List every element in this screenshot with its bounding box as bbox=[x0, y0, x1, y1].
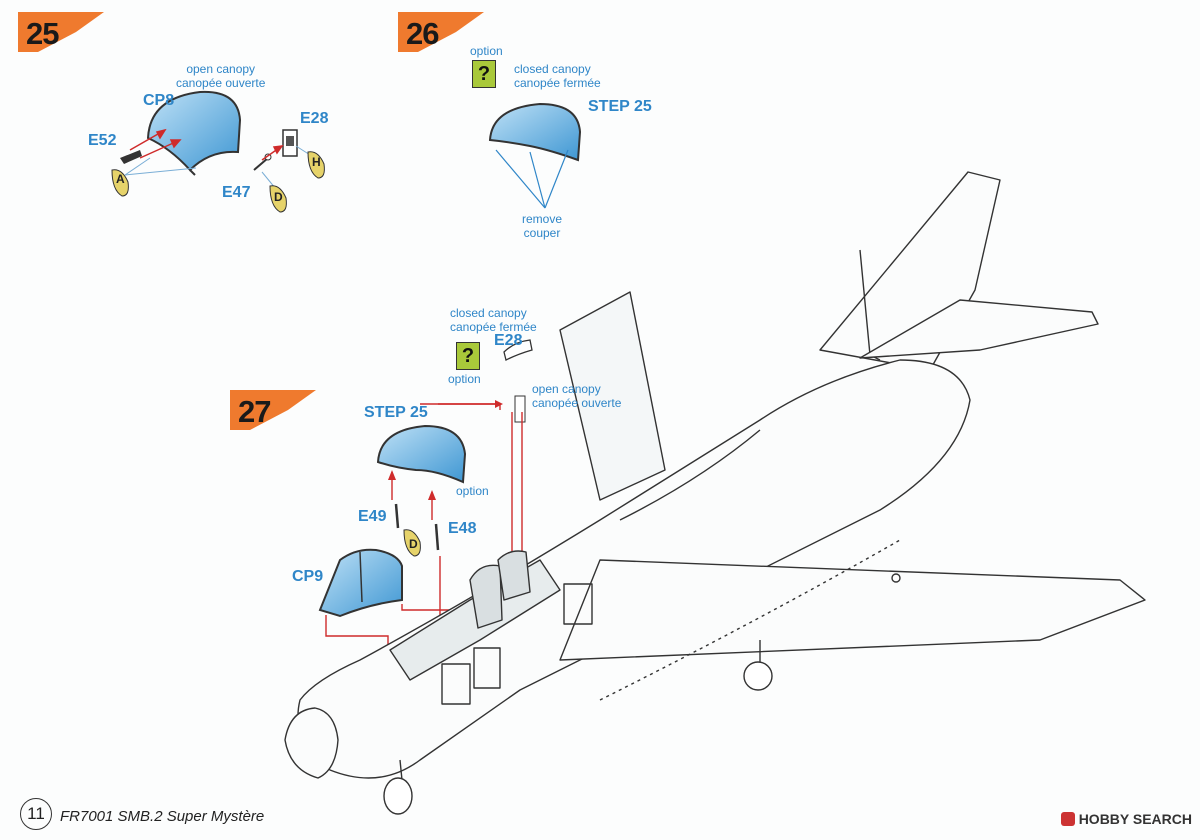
step-flag-25: 25 bbox=[18, 12, 104, 52]
part-e52-icon bbox=[120, 150, 142, 164]
step-number: 25 bbox=[26, 16, 59, 51]
part-e52-label: E52 bbox=[88, 132, 117, 149]
paint-code-d: D bbox=[274, 190, 283, 204]
canopy-step27-icon bbox=[376, 424, 467, 484]
part-cp9-label: CP9 bbox=[292, 568, 324, 585]
paint-drops bbox=[111, 151, 421, 557]
step-25-reference: STEP 25 bbox=[364, 404, 428, 421]
page-number: 11 bbox=[20, 798, 52, 830]
step-25-reference: STEP 25 bbox=[588, 98, 652, 115]
aircraft-airframe bbox=[284, 171, 1146, 815]
part-cp8-label: CP8 bbox=[143, 92, 175, 109]
step-number: 27 bbox=[238, 394, 271, 429]
part-e28-label: E28 bbox=[300, 110, 329, 127]
option-question-icon: ? bbox=[472, 60, 496, 88]
paint-code-h: H bbox=[312, 155, 321, 169]
open-canopy-label: open canopy canopée ouverte bbox=[176, 62, 266, 90]
option-question-icon: ? bbox=[456, 342, 480, 370]
part-e28-small-icon bbox=[503, 339, 533, 423]
canopy-cp9-icon bbox=[318, 548, 403, 618]
part-e48-label: E48 bbox=[448, 520, 477, 537]
step-number: 26 bbox=[406, 16, 439, 51]
part-e49-label: E49 bbox=[358, 508, 387, 525]
step-flag-27: 27 bbox=[230, 390, 316, 430]
struts bbox=[394, 503, 440, 551]
canopy-cp8-icon bbox=[146, 90, 242, 176]
part-e28-label: E28 bbox=[494, 332, 523, 349]
part-e28-icon bbox=[282, 129, 298, 157]
kit-title: FR7001 SMB.2 Super Mystère bbox=[60, 808, 265, 825]
canopy-step26-icon bbox=[488, 102, 582, 162]
hobby-search-logo-icon bbox=[1060, 812, 1075, 826]
part-e47-label: E47 bbox=[222, 184, 251, 201]
option-label: option bbox=[456, 484, 489, 498]
remove-leaders bbox=[495, 149, 569, 209]
open-canopy-label: open canopy canopée ouverte bbox=[532, 382, 622, 410]
remove-label: remove couper bbox=[522, 212, 563, 240]
option-label: option bbox=[448, 372, 481, 386]
option-label: option bbox=[470, 44, 503, 58]
step-flag-26: 26 bbox=[398, 12, 484, 52]
closed-canopy-label: closed canopy canopée fermée bbox=[514, 62, 601, 90]
watermark: HOBBY SEARCH bbox=[1060, 811, 1192, 827]
paint-code-a: A bbox=[116, 172, 125, 186]
step25-arrows bbox=[129, 128, 284, 161]
paint-code-d: D bbox=[409, 537, 418, 551]
closed-canopy-label: closed canopy canopée fermée bbox=[450, 306, 537, 334]
